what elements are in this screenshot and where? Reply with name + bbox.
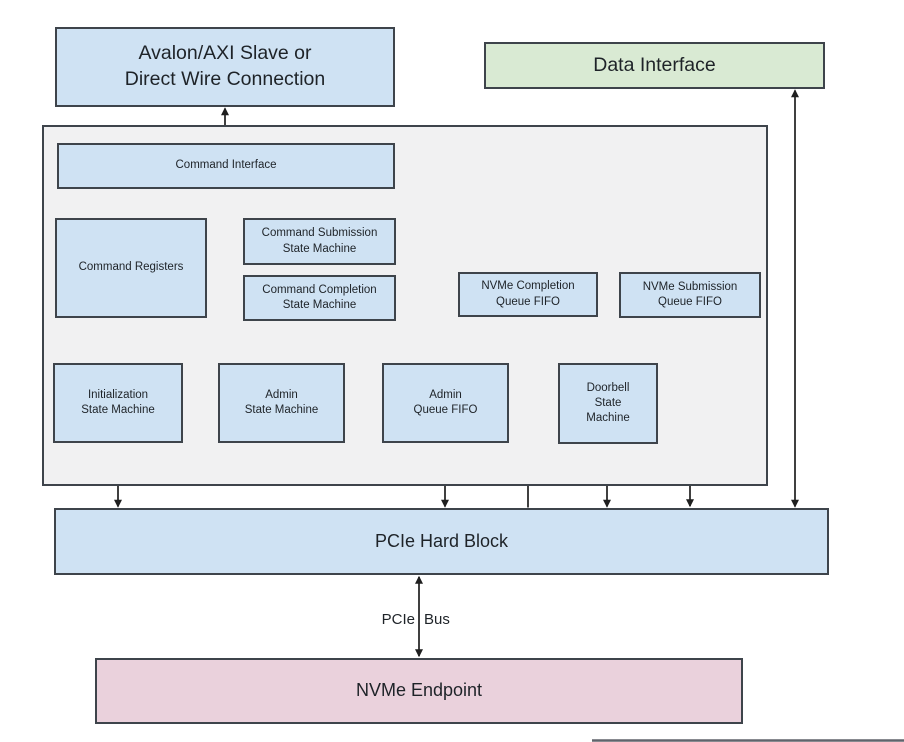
box-label: State Machine [81,404,155,416]
box-nvme-endpoint: NVMe Endpoint [95,658,743,724]
box-label: Queue FIFO [496,295,560,308]
box-label: Doorbell [586,381,630,394]
box-initialization-state-machine: Initialization State Machine [53,363,183,443]
box-label: Admin [265,388,298,401]
box-label: Queue FIFO [413,404,478,416]
pcie-bus-word: PCIe [381,611,415,628]
box-label: Direct Wire Connection [124,68,326,90]
box-label: Data Interface [593,53,716,76]
box-label: Command Registers [78,261,184,274]
box-admin-queue-fifo: Admin Queue FIFO [382,363,509,443]
box-data-interface: Data Interface [484,42,825,89]
box-label: Command Submission [261,227,378,240]
box-label: NVMe Submission [642,280,738,293]
box-nvme-completion-queue-fifo: NVMe Completion Queue FIFO [458,272,598,317]
box-label: State Machine [282,242,357,255]
box-label: State Machine [282,299,357,311]
box-doorbell-state-machine: Doorbell State Machine [558,363,658,444]
box-label: Command Completion [262,283,377,296]
box-label: Queue FIFO [658,296,722,308]
box-label: NVMe Endpoint [355,680,483,701]
pcie-bus-word: Bus [424,611,450,628]
box-label: Initialization [87,388,149,401]
box-command-registers: Command Registers [55,218,207,318]
box-label: PCIe Hard Block [374,530,509,551]
box-command-completion-state-machine: Command Completion State Machine [243,275,396,321]
box-label: State [594,396,622,409]
box-avalon-axi-slave: Avalon/AXI Slave or Direct Wire Connecti… [55,27,395,107]
box-command-submission-state-machine: Command Submission State Machine [243,218,396,265]
box-label: State Machine [244,404,319,416]
box-label: Admin [429,388,462,401]
box-admin-state-machine: Admin State Machine [218,363,345,443]
box-pcie-hard-block: PCIe Hard Block [54,508,829,575]
box-label: Avalon/AXI Slave or [138,42,312,65]
box-label: Machine [586,412,630,425]
box-nvme-submission-queue-fifo: NVMe Submission Queue FIFO [619,272,761,318]
box-label: Command Interface [175,159,277,172]
box-label: NVMe Completion [481,280,575,293]
box-command-interface: Command Interface [57,143,395,189]
